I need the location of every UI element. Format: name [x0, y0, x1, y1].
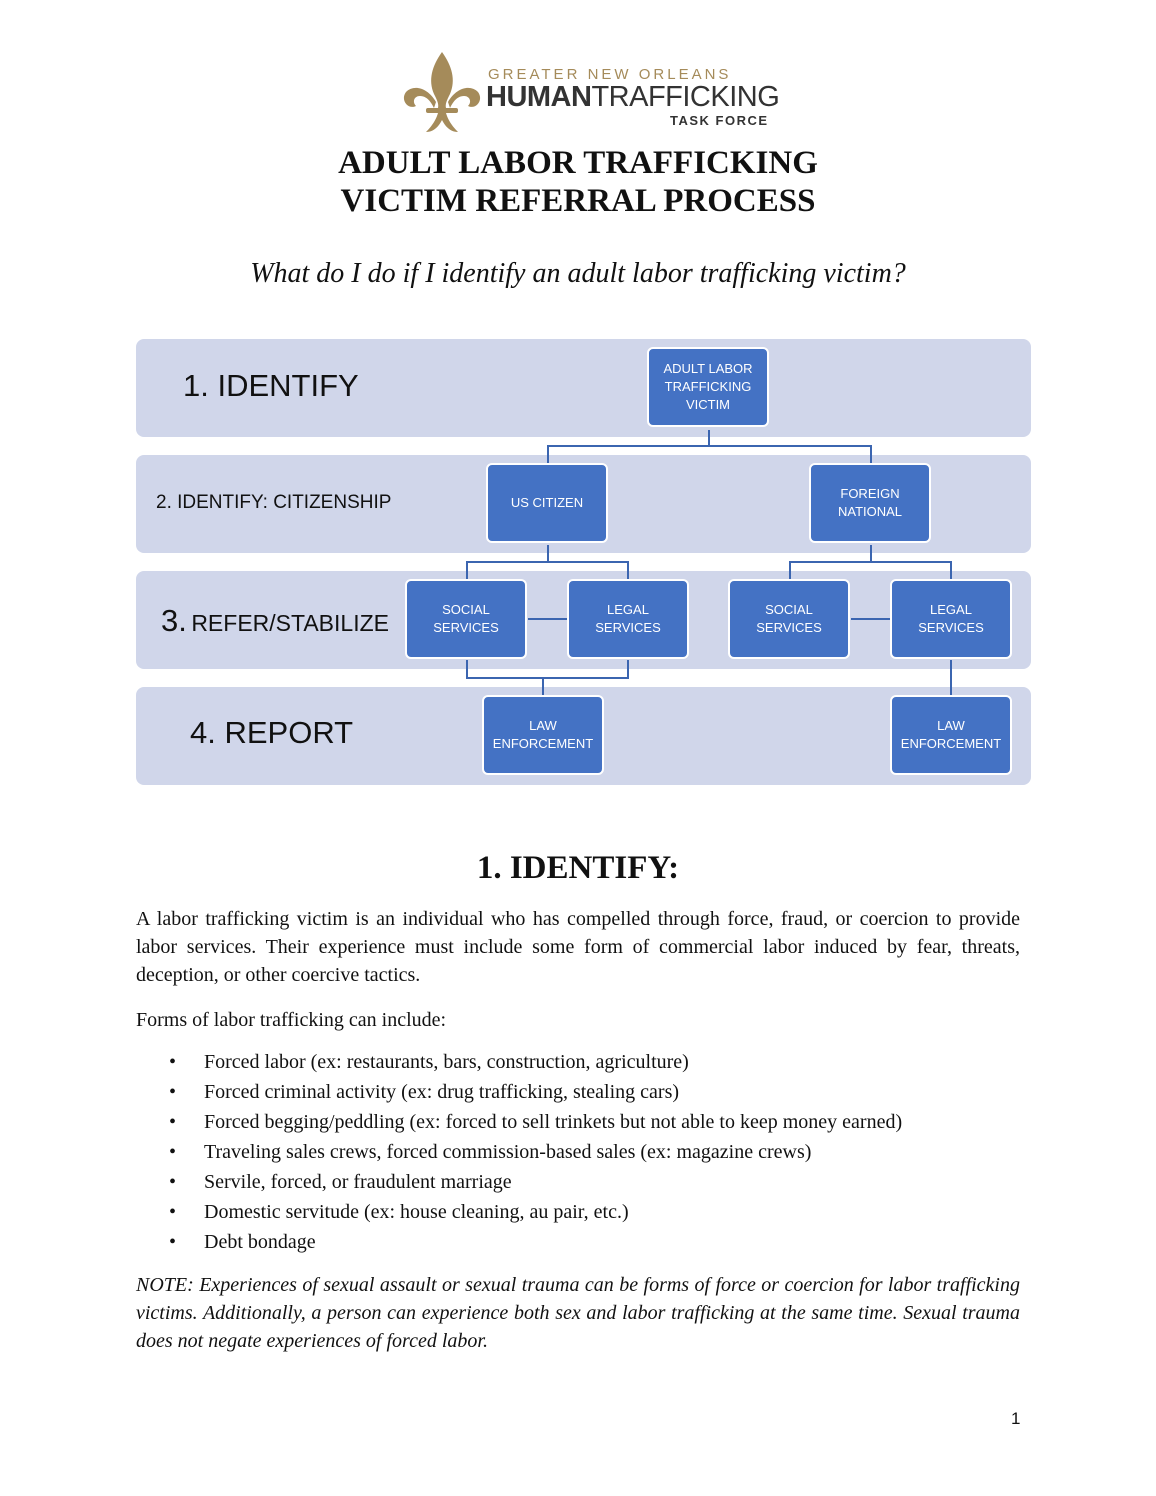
- list-item: •Forced labor (ex: restaurants, bars, co…: [169, 1051, 689, 1073]
- connector: [547, 445, 872, 447]
- forms-intro: Forms of labor trafficking can include:: [136, 1009, 447, 1031]
- node-fn-law-enforcement: LAW ENFORCEMENT: [890, 695, 1012, 775]
- logo-line-1: GREATER NEW ORLEANS: [488, 66, 732, 83]
- note-paragraph: NOTE: Experiences of sexual assault or s…: [136, 1274, 1020, 1352]
- list-item-text: Debt bondage: [204, 1231, 316, 1253]
- node-victim: ADULT LABOR TRAFFICKING VICTIM: [647, 347, 769, 427]
- node-us-law-enforcement: LAW ENFORCEMENT: [482, 695, 604, 775]
- definition-paragraph: A labor trafficking victim is an individ…: [136, 908, 1020, 986]
- stage-number-refer: 3.: [161, 603, 187, 638]
- fleur-de-lis-icon: [403, 52, 481, 132]
- list-item-text: Domestic servitude (ex: house cleaning, …: [204, 1201, 629, 1223]
- list-item: •Debt bondage: [169, 1231, 316, 1253]
- stage-label-citizenship: 2. IDENTIFY: CITIZENSHIP: [156, 492, 392, 513]
- connector: [466, 561, 468, 579]
- connector: [950, 561, 952, 579]
- connector: [708, 430, 710, 446]
- connector: [851, 618, 891, 620]
- stage-text-refer: REFER/STABILIZE: [191, 610, 389, 636]
- title-line-1: ADULT LABOR TRAFFICKING: [338, 145, 818, 181]
- list-item: •Servile, forced, or fraudulent marriage: [169, 1171, 512, 1193]
- logo-line-2: HUMANTRAFFICKING: [486, 81, 780, 114]
- logo-line-2-rest: TRAFFICKING: [591, 81, 780, 113]
- connector: [542, 677, 544, 695]
- node-us-citizen: US CITIZEN: [486, 463, 608, 543]
- connector: [466, 677, 629, 679]
- connector: [547, 545, 549, 561]
- stage-band-identify: [136, 339, 1031, 437]
- section-heading: 1. IDENTIFY:: [476, 850, 680, 886]
- connector: [950, 660, 952, 695]
- task-force-logo: GREATER NEW ORLEANS HUMANTRAFFICKING TAS…: [402, 50, 780, 134]
- stage-label-report: 4. REPORT: [190, 715, 354, 750]
- connector: [528, 618, 568, 620]
- list-item-text: Forced labor (ex: restaurants, bars, con…: [204, 1051, 689, 1073]
- list-item-text: Forced criminal activity (ex: drug traff…: [204, 1081, 680, 1103]
- connector: [627, 660, 629, 678]
- list-item-text: Forced begging/peddling (ex: forced to s…: [204, 1111, 903, 1133]
- forms-list: •Forced labor (ex: restaurants, bars, co…: [136, 1047, 1020, 1257]
- node-fn-social-services: SOCIAL SERVICES: [728, 579, 850, 659]
- subtitle: What do I do if I identify an adult labo…: [250, 258, 906, 289]
- list-item-text: Traveling sales crews, forced commission…: [204, 1141, 812, 1163]
- connector: [789, 561, 952, 563]
- connector: [627, 561, 629, 579]
- connector: [870, 445, 872, 463]
- connector: [466, 561, 629, 563]
- list-item-text: Servile, forced, or fraudulent marriage: [204, 1171, 512, 1193]
- node-us-legal-services: LEGAL SERVICES: [567, 579, 689, 659]
- list-item: •Forced begging/peddling (ex: forced to …: [169, 1111, 903, 1133]
- title-line-2: VICTIM REFERRAL PROCESS: [340, 183, 816, 219]
- node-fn-legal-services: LEGAL SERVICES: [890, 579, 1012, 659]
- connector: [547, 445, 549, 463]
- stage-label-identify: 1. IDENTIFY: [183, 368, 359, 403]
- connector: [466, 660, 468, 678]
- logo-line-3: TASK FORCE: [670, 113, 769, 128]
- list-item: •Domestic servitude (ex: house cleaning,…: [169, 1201, 629, 1223]
- connector: [870, 545, 872, 561]
- list-item: •Forced criminal activity (ex: drug traf…: [169, 1081, 680, 1103]
- list-item: •Traveling sales crews, forced commissio…: [169, 1141, 812, 1163]
- node-us-social-services: SOCIAL SERVICES: [405, 579, 527, 659]
- page-number: 1: [1011, 1409, 1021, 1428]
- logo-line-2-bold: HUMAN: [486, 81, 592, 113]
- connector: [789, 561, 791, 579]
- stage-label-refer: 3. REFER/STABILIZE: [161, 603, 389, 639]
- node-foreign-national: FOREIGN NATIONAL: [809, 463, 931, 543]
